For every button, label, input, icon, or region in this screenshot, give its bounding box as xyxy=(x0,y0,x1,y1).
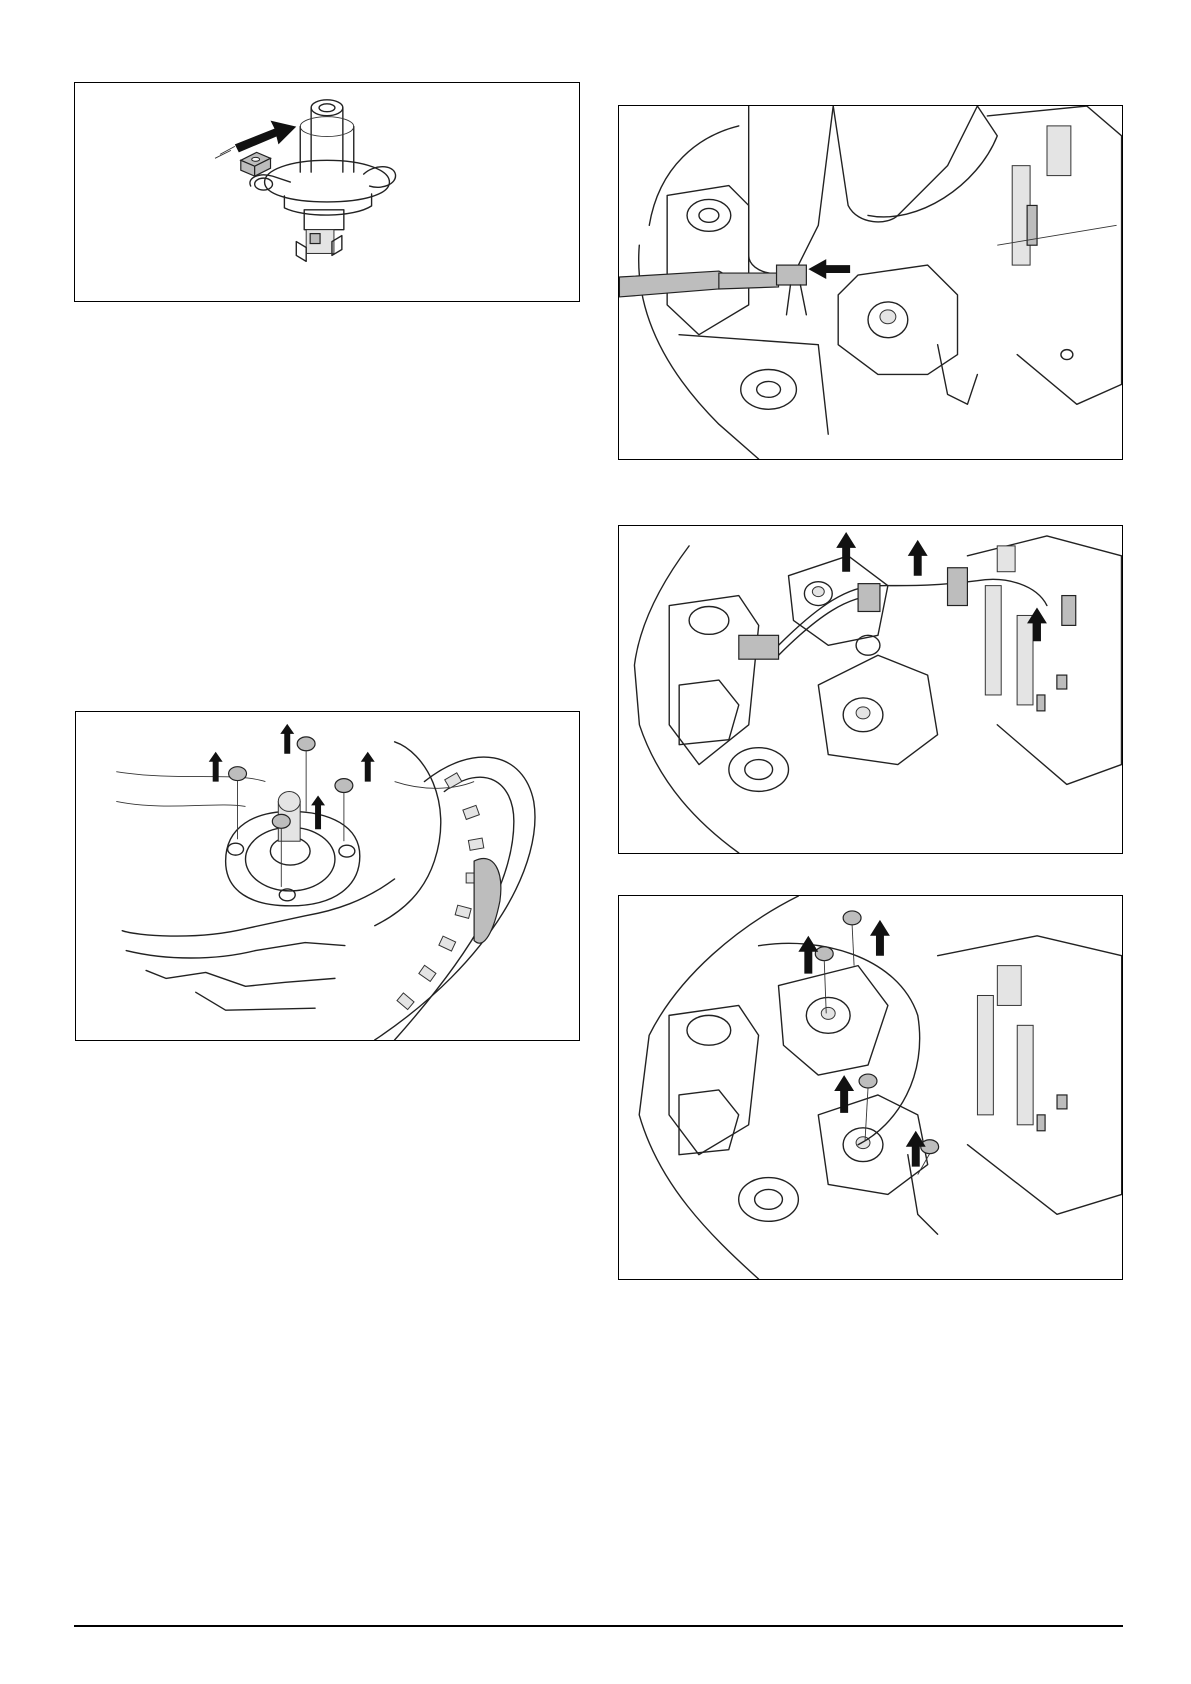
hand-icon xyxy=(749,106,998,274)
circuit-board-icon xyxy=(987,106,1121,404)
bracket-icon xyxy=(838,265,977,404)
figure-bracket-screws-removal xyxy=(618,895,1123,1280)
push-arrow-icon xyxy=(808,259,850,279)
sensor-housing-icon xyxy=(250,100,396,262)
figure-sensor-nut-insert xyxy=(74,82,580,302)
sensor-cover-plate-icon xyxy=(226,792,360,906)
screwdriver-icon xyxy=(619,271,778,297)
footer-rule xyxy=(74,1625,1123,1627)
circuit-board-icon xyxy=(967,536,1121,784)
bracket-screws-removal-illustration xyxy=(619,896,1122,1279)
figure-cover-screws-removal xyxy=(75,711,580,1041)
cover-screws-removal-illustration xyxy=(76,712,579,1040)
cable-lift-illustration xyxy=(619,526,1122,853)
circuit-board-icon xyxy=(938,936,1122,1215)
wheel-icon xyxy=(375,757,535,1040)
sensor-nut-insert-illustration xyxy=(75,83,579,301)
connector-release-illustration xyxy=(619,106,1122,459)
figure-cable-lift xyxy=(618,525,1123,854)
square-nut-icon xyxy=(241,152,271,176)
figure-connector-release xyxy=(618,105,1123,460)
connector-icon xyxy=(777,265,807,315)
